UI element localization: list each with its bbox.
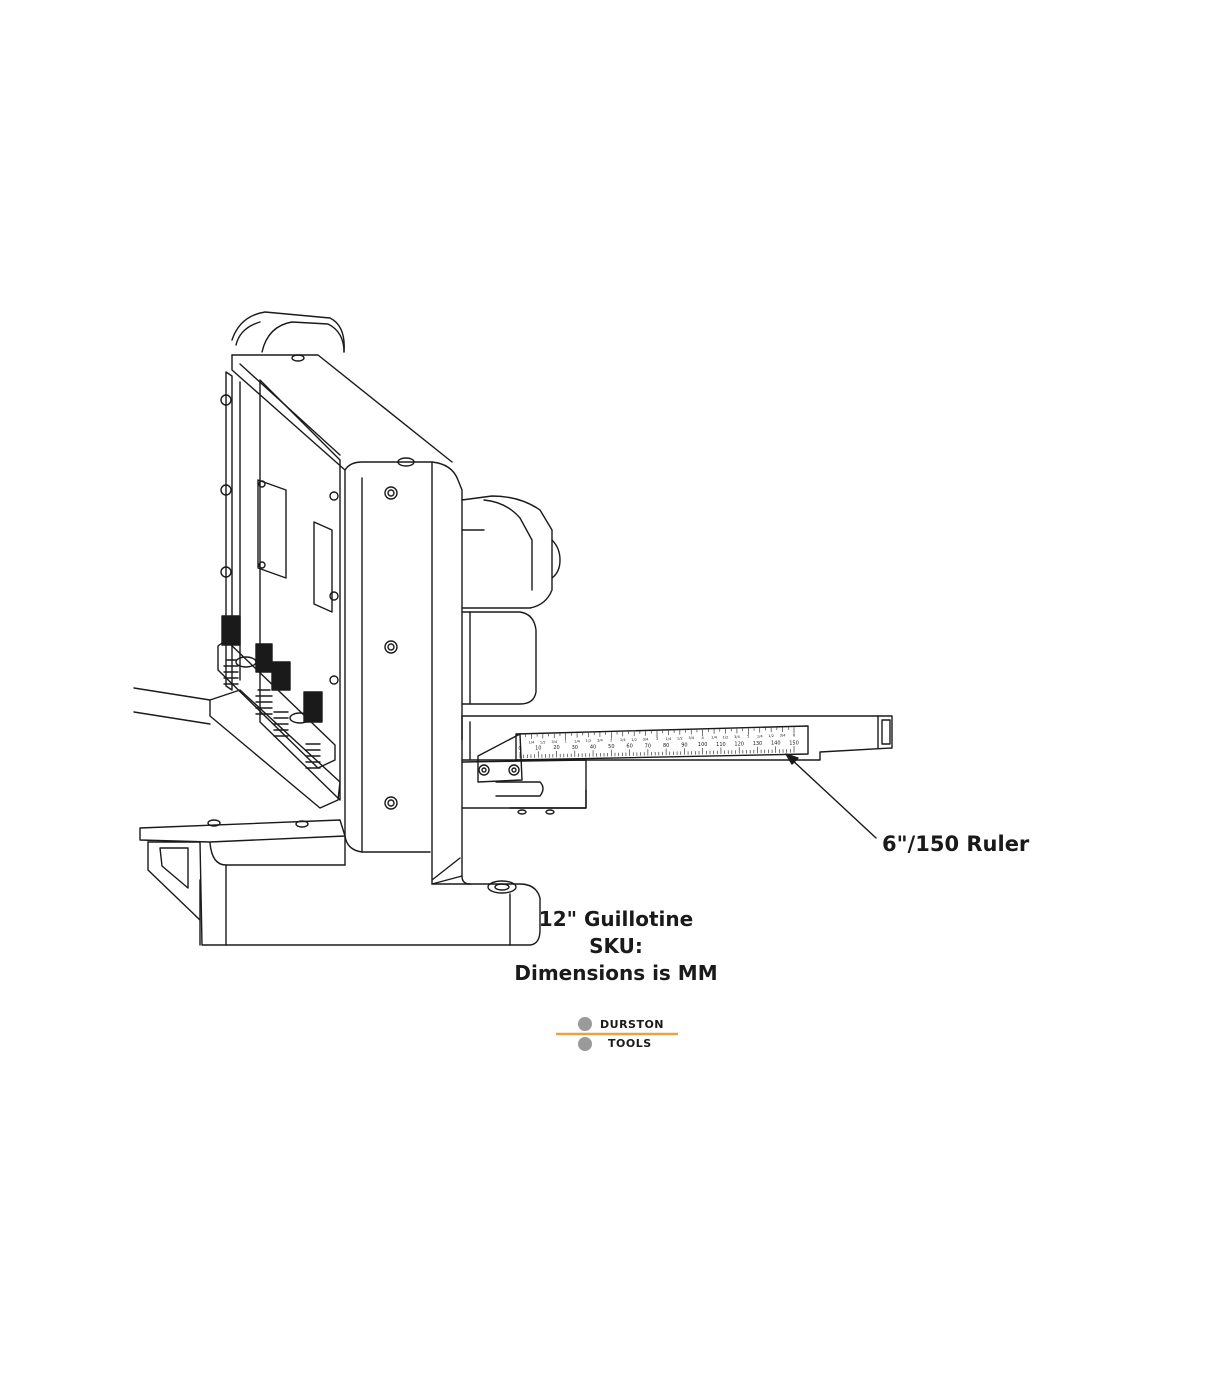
ruler-inch-label: 3/4 — [597, 739, 603, 743]
ruler-mm-label: 130 — [753, 741, 763, 747]
ruler-mm-label: 40 — [590, 744, 596, 750]
ruler-inch-label: 1/2 — [677, 737, 683, 741]
ruler-inch-label: 1/2 — [586, 739, 592, 743]
ruler-inch-label: 1/4 — [711, 736, 717, 740]
ruler-mm-label: 20 — [553, 745, 559, 751]
ruler-inch-label: 1/4 — [757, 734, 763, 738]
ruler-stop — [461, 733, 587, 815]
logo-word-durston: DURSTON — [600, 1018, 665, 1031]
ruler-mm-label: 50 — [608, 744, 614, 750]
ruler-inch-label: 1/2 — [631, 738, 637, 742]
base-plate — [133, 687, 541, 946]
ruler-inch-label: 3/4 — [780, 734, 786, 738]
ruler-mm-label: 90 — [681, 743, 687, 749]
top-rail — [231, 354, 453, 471]
title-units: Dimensions is MM — [514, 961, 718, 985]
ruler-mm-label: 150 — [789, 740, 799, 746]
ruler-inch-label: 1/4 — [529, 741, 535, 745]
knob-3 — [271, 661, 291, 737]
durston-tools-logo: DURSTON TOOLS — [556, 1014, 680, 1054]
ruler-mm-label: 60 — [626, 744, 632, 750]
clamp-plate — [220, 371, 341, 801]
logo-circle-top — [578, 1017, 592, 1031]
ruler-inch-label: 1 — [565, 740, 567, 744]
ruler-inch-label: 1/4 — [574, 739, 580, 743]
title-sku: SKU: — [589, 934, 643, 958]
ruler-mm-label: 100 — [698, 742, 708, 748]
logo-circle-bottom — [578, 1037, 592, 1051]
ruler-inch-label: 1/2 — [540, 740, 546, 744]
ruler-arm — [461, 715, 893, 761]
ruler-inch-label: 3/4 — [734, 735, 740, 739]
ruler-inch-label: 1/4 — [620, 738, 626, 742]
title-product: 12" Guillotine — [538, 907, 694, 931]
ruler-inch-label: 6 — [793, 733, 796, 737]
ruler-mm-label: 10 — [535, 746, 541, 752]
ruler-inch-label: 3/4 — [688, 736, 694, 740]
title-block: 12" Guillotine SKU: Dimensions is MM — [486, 906, 746, 987]
rear-housing — [461, 495, 561, 705]
ruler-leader — [785, 753, 877, 839]
ruler-mm-label: 120 — [734, 741, 744, 747]
knob-1 — [221, 615, 241, 685]
ruler-mm-label: 140 — [771, 741, 781, 747]
ruler-mm-label: 80 — [663, 743, 669, 749]
ruler-inch-label: 1/4 — [666, 737, 672, 741]
ruler-mm-label: 70 — [645, 743, 651, 749]
knob-2 — [255, 643, 273, 715]
ruler-inch-label: 5 — [747, 735, 749, 739]
top-handle — [231, 311, 345, 353]
upright-frame — [344, 461, 471, 885]
ruler-inch-label: 3/4 — [643, 737, 649, 741]
ruler-inch-label: 1/2 — [768, 734, 774, 738]
logo-mark — [556, 1017, 678, 1051]
ruler-mm-label: 110 — [716, 742, 726, 748]
ruler-callout-label: 6"/150 Ruler — [882, 832, 1030, 856]
ruler-mm-label: 30 — [572, 745, 578, 751]
ruler-inch-label: 3/4 — [551, 740, 557, 744]
ruler-inch-label: 2 — [610, 738, 612, 742]
logo-word-tools: TOOLS — [608, 1037, 652, 1050]
ruler-inch-label: 4 — [702, 736, 705, 740]
hold-down-bar — [209, 615, 341, 809]
ruler-inch-label: 1/2 — [723, 735, 729, 739]
ruler-inch-label: 3 — [656, 737, 658, 741]
